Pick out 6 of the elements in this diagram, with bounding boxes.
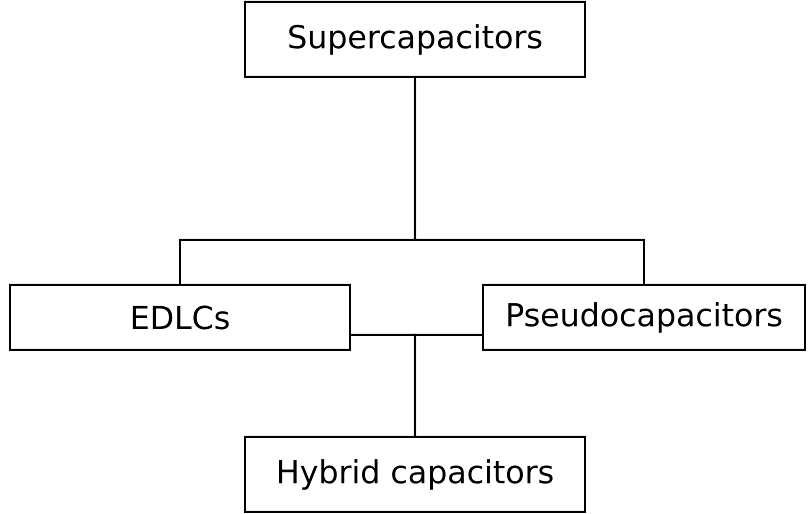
category-box: Hybrid capacitors [244, 436, 586, 514]
category-box: EDLCs [8, 284, 352, 352]
category-box: Pseudocapacitors [482, 284, 806, 352]
connector-line [414, 334, 482, 436]
category-box: Supercapacitors [244, 0, 586, 78]
connector-line [414, 78, 646, 284]
